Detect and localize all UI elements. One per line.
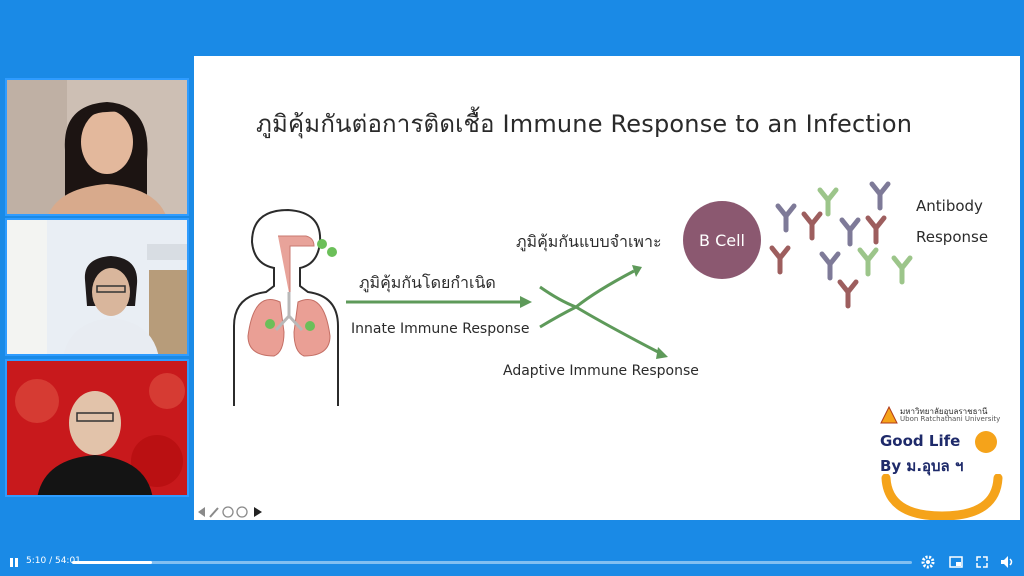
logo-dot [975, 431, 997, 453]
b-cell-label: B Cell [699, 230, 745, 250]
university-emblem-icon [880, 406, 898, 424]
participant-3-video [7, 361, 187, 495]
video-tile-participant-1[interactable] [5, 78, 189, 216]
player-controls: 5:10 / 54:01 [0, 548, 1024, 576]
slide-title: ภูมิคุ้มกันต่อการติดเชื้อ Immune Respons… [256, 110, 913, 138]
logo-good-life: Good Life [880, 432, 961, 450]
pause-icon[interactable] [6, 554, 22, 570]
playback-time: 5:10 / 54:01 [26, 556, 81, 566]
antibody-label-line1: Antibody [916, 197, 983, 215]
slide-toolbar [196, 504, 268, 518]
b-cell-circle: B Cell [683, 201, 761, 279]
slide-zoom-in-icon[interactable] [222, 506, 234, 518]
slide-pen-icon[interactable] [209, 507, 219, 518]
logo-smile-arc [881, 474, 1003, 520]
presentation-slide: ภูมิคุ้มกันต่อการติดเชื้อ Immune Respons… [194, 56, 1020, 520]
video-tile-participant-2[interactable] [5, 218, 189, 356]
settings-icon[interactable] [920, 554, 936, 570]
antibody-label-line2: Response [916, 228, 989, 246]
slide-next-icon[interactable] [254, 507, 262, 517]
university-name-english: Ubon Ratchathani University [900, 415, 1001, 423]
lung-illustration [233, 208, 339, 406]
volume-icon[interactable] [999, 554, 1015, 570]
university-logo: มหาวิทยาลัยอุบลราชธานี Ubon Ratchathani … [876, 402, 1016, 520]
innate-arrow [346, 296, 532, 308]
innate-english-label: Innate Immune Response [351, 321, 530, 337]
adaptive-english-label: Adaptive Immune Response [503, 363, 699, 379]
video-tile-participant-3[interactable] [5, 359, 189, 497]
participant-2-video [7, 220, 187, 354]
pip-icon[interactable] [948, 554, 964, 570]
progress-bar[interactable] [72, 561, 912, 564]
logo-by-line: By ม.อุบล ฯ [880, 457, 964, 475]
slide-prev-icon[interactable] [198, 507, 205, 517]
antibody-cluster [769, 181, 913, 309]
innate-thai-label: ภูมิคุ้มกันโดยกำเนิด [359, 273, 496, 292]
participant-1-video [7, 80, 187, 214]
adaptive-branch-arrows [539, 265, 668, 359]
progress-fill [72, 561, 152, 564]
adaptive-thai-label: ภูมิคุ้มกันแบบจำเพาะ [516, 232, 662, 251]
university-name-thai: มหาวิทยาลัยอุบลราชธานี [900, 407, 988, 416]
slide-zoom-out-icon[interactable] [236, 506, 248, 518]
fullscreen-icon[interactable] [974, 554, 990, 570]
